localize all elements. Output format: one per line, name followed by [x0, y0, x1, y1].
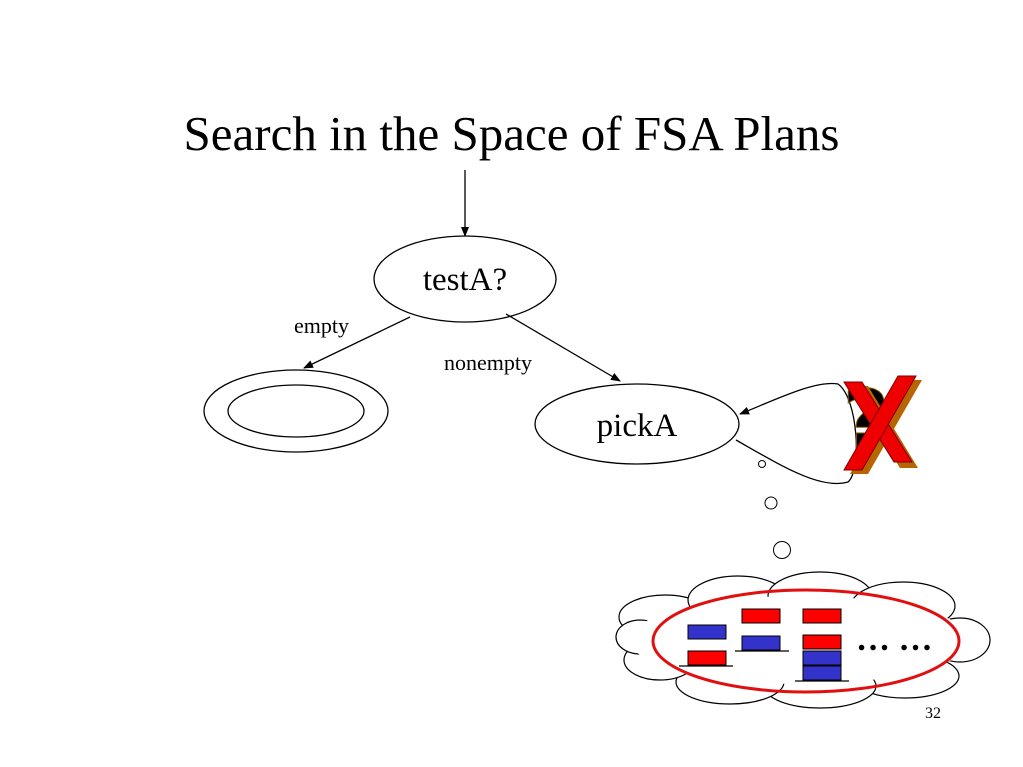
red-x-icon	[843, 375, 922, 474]
thought-dot-medium	[764, 496, 778, 510]
final-state	[203, 369, 389, 453]
slide-title: Search in the Space of FSA Plans	[183, 106, 840, 161]
edge-empty-label: empty	[294, 313, 349, 338]
self-loop-arrow	[735, 382, 857, 485]
edge-nonempty-label: nonempty	[444, 350, 532, 375]
block-config-3	[795, 608, 849, 682]
block-config-2	[735, 608, 789, 652]
block-config-1	[679, 624, 733, 667]
edge-empty-arrow	[303, 316, 411, 369]
edge-nonempty-arrow	[505, 313, 621, 382]
thought-dot-large	[773, 541, 791, 559]
thought-cloud	[615, 571, 991, 709]
thought-dot-small	[758, 460, 766, 468]
state-picka: pickA	[534, 383, 740, 465]
state-testa-label: testA?	[423, 262, 507, 298]
page-number: 32	[925, 705, 941, 722]
highlight-ring	[651, 588, 961, 694]
rejected-question-icon: ?	[842, 373, 922, 474]
cloud-ellipsis: … …	[856, 621, 933, 658]
state-testa: testA?	[373, 235, 557, 323]
state-picka-label: pickA	[597, 408, 678, 444]
